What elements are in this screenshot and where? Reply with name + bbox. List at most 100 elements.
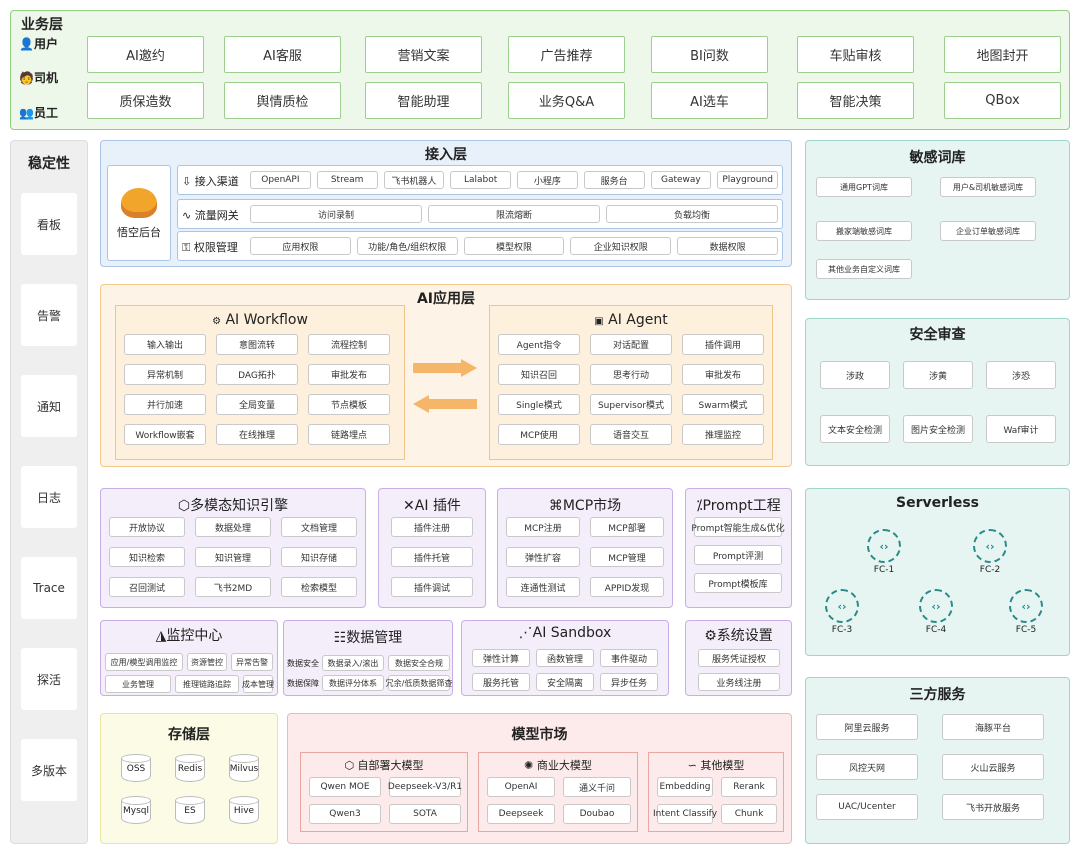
wf-item: 意图流转 (216, 334, 298, 355)
wf-item: 流程控制 (308, 334, 390, 355)
agent-icon: ▣ (594, 316, 604, 327)
sensitive-item: 其他业务自定义词库 (816, 259, 912, 279)
ag-item: Agent指令 (498, 334, 580, 355)
ag-item: 对话配置 (590, 334, 672, 355)
monitor-item: 资源管控 (187, 653, 227, 671)
tp-item: UAC/Ucenter (816, 794, 918, 820)
key-icon: ⚿ (182, 241, 191, 254)
knowledge-title: ⬡多模态知识引擎 (177, 498, 289, 514)
business-item: BI问数 (651, 36, 768, 73)
wf-item: 审批发布 (308, 364, 390, 385)
mcp-item: MCP部署 (590, 517, 664, 537)
wf-item: 输入输出 (124, 334, 206, 355)
model-item: Chunk (721, 804, 777, 824)
datamgmt-item: 数据安全合规 (388, 655, 450, 671)
model-item: SOTA (389, 804, 461, 824)
business-item: 智能决策 (797, 82, 914, 119)
ag-item: 插件调用 (682, 334, 764, 355)
access-item: 限流熔断 (428, 205, 600, 223)
business-item: AI邀约 (87, 36, 204, 73)
mcp-item: 连通性测试 (506, 577, 580, 597)
wf-item: 全局变量 (216, 394, 298, 415)
monitor-panel: ◮监控中心 应用/模型调用监控资源管控异常告警业务管理推理链路追踪成本管理 (100, 620, 278, 696)
business-item: 地图封开 (944, 36, 1061, 73)
mcp-item: MCP管理 (590, 547, 664, 567)
sensitive-panel: 敏感词库 通用GPT词库用户&司机敏感词库搬家端敏感词库企业订单敏感词库其他业务… (805, 140, 1070, 300)
openai-icon: ✺ (524, 759, 534, 772)
sensitive-item: 企业订单敏感词库 (940, 221, 1036, 241)
monitor-item: 异常告警 (231, 653, 273, 671)
wf-item: 节点模板 (308, 394, 390, 415)
tp-item: 阿里云服务 (816, 714, 918, 740)
access-item: 应用权限 (250, 237, 351, 255)
database-icon: Mysql (121, 796, 151, 828)
model-item: Rerank (721, 777, 777, 797)
access-layer-title: 接入层 (425, 147, 467, 163)
wf-item: Workflow嵌套 (124, 424, 206, 445)
thirdparty-title: 三方服务 (909, 687, 966, 703)
pr-item: Prompt评测 (694, 545, 782, 565)
monitor-icon: ◮ (155, 628, 167, 644)
monitor-item: 应用/模型调用监控 (105, 653, 183, 671)
chart-icon: ∿ (182, 209, 192, 222)
model-item: Deepseek (487, 804, 555, 824)
serverless-panel: Serverless ‹›FC-1‹›FC-2‹›FC-3‹›FC-4‹›FC-… (805, 488, 1070, 656)
access-row-label: ⚿ 权限管理 (182, 241, 238, 254)
sandbox-title: ⋰AI Sandbox (518, 625, 612, 641)
tp-item: 风控天网 (816, 754, 918, 780)
prompt-icon: ⁒ (696, 498, 703, 514)
wf-item: 异常机制 (124, 364, 206, 385)
monitor-title: ◮监控中心 (155, 628, 223, 644)
model-item: Embedding (657, 777, 713, 797)
sec-item: 涉黄 (903, 361, 973, 389)
mcp-item: MCP注册 (506, 517, 580, 537)
database-icon: Milvus (229, 754, 259, 786)
storage-title: 存储层 (168, 727, 210, 743)
datamgmt-row-label: 数据保障 (287, 679, 319, 688)
business-item: 业务Q&A (508, 82, 625, 119)
access-item: Lalabot (450, 171, 511, 189)
access-item: 小程序 (517, 171, 578, 189)
chart-line-icon: ∽ (687, 759, 697, 772)
kn-item: 数据处理 (195, 517, 271, 537)
database-icon: OSS (121, 754, 151, 786)
sensitive-item: 通用GPT词库 (816, 177, 912, 197)
staff-icon: 👥 (19, 106, 34, 120)
arrow-left-icon (413, 395, 477, 413)
wukong-logo-icon (121, 188, 157, 218)
inbox-icon: ⇩ (182, 175, 192, 188)
ai-app-layer-title: AI应用层 (416, 291, 476, 307)
arrow-right-icon (413, 359, 477, 377)
kn-item: 知识存储 (281, 547, 357, 567)
access-item: Gateway (650, 171, 712, 189)
sb-item: 安全隔离 (536, 673, 594, 691)
stability-item: 告警 (21, 284, 77, 346)
ag-item: 语音交互 (590, 424, 672, 445)
stability-title: 稳定性 (28, 156, 70, 172)
datamgmt-item: 数据评分体系 (322, 675, 384, 691)
mcp-item: 弹性扩容 (506, 547, 580, 567)
workflow-title: ⚙ AI Workflow (212, 312, 308, 328)
st-item: 服务凭证授权 (698, 649, 780, 667)
business-item: 舆情质检 (224, 82, 341, 119)
pr-item: Prompt智能生成&优化 (691, 517, 785, 537)
access-item: OpenAPI (250, 171, 311, 189)
business-item: AI选车 (651, 82, 768, 119)
access-row-label: ∿ 流量网关 (182, 209, 239, 222)
stability-item: 多版本 (21, 739, 77, 801)
ag-item: 知识召回 (498, 364, 580, 385)
serverless-title: Serverless (896, 495, 979, 511)
stability-item: 看板 (21, 193, 77, 255)
access-row: ⚿ 权限管理应用权限功能/角色/组织权限模型权限企业知识权限数据权限 (177, 231, 783, 261)
sb-item: 异步任务 (600, 673, 658, 691)
access-item: 飞书机器人 (383, 171, 445, 189)
pl-item: 插件注册 (391, 517, 473, 537)
access-item: 负载均衡 (606, 205, 778, 223)
access-row: ∿ 流量网关访问录制限流熔断负载均衡 (177, 199, 783, 229)
stability-item: 通知 (21, 375, 77, 437)
